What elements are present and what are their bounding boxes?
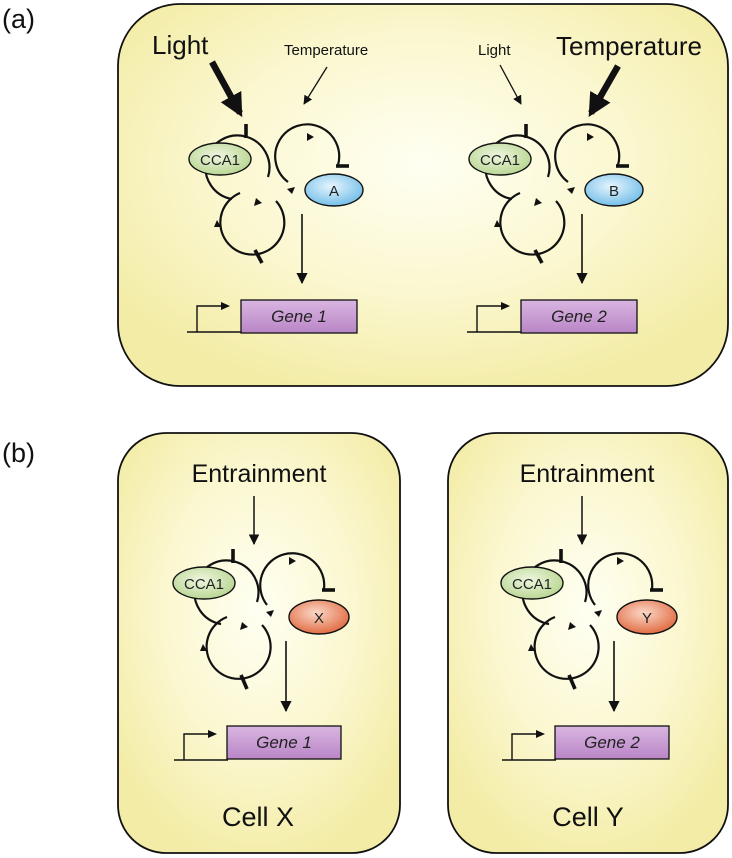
- factor-b-protein: [584, 173, 644, 207]
- input-temperature-strong: Temperature: [556, 31, 702, 61]
- clock-loop-top-left: [521, 559, 588, 626]
- clock-network-a-right: Light Temperature CCA1 B Gene 2: [467, 31, 702, 334]
- input-temperature-weak: Temperature: [284, 42, 368, 59]
- gene-2-box: [520, 299, 638, 334]
- cca1-label: CCA1: [480, 152, 520, 169]
- clock-network-a-left: Light Temperature CCA1 A Gene 1: [152, 30, 368, 334]
- panel-label-b: (b): [2, 438, 35, 468]
- entrainment-label: Entrainment: [520, 460, 655, 488]
- clock-network-cell-x: Entrainment CCA1 X Gene 1 Cell X: [172, 460, 350, 832]
- gene-2-label: Gene 2: [584, 733, 640, 752]
- clock-loop-bottom: [499, 191, 566, 256]
- factor-x-protein: [288, 599, 350, 635]
- input-light-weak: Light: [478, 42, 511, 59]
- light-arrow-strong: [209, 60, 243, 118]
- cca1-protein: [500, 566, 564, 600]
- factor-y-label: Y: [642, 610, 652, 627]
- cell-x-outline: [117, 432, 401, 854]
- gene-1-label: Gene 1: [271, 307, 327, 326]
- factor-a-label: A: [329, 183, 339, 200]
- cca1-label: CCA1: [512, 576, 552, 593]
- clock-loop-top-right: [274, 123, 341, 183]
- light-arrow-weak: [499, 64, 522, 105]
- clock-loop-top-right: [259, 552, 326, 606]
- clock-loop-top-left: [193, 559, 260, 626]
- cell-a-outline: [117, 3, 729, 387]
- promoter-arrow: [511, 733, 537, 760]
- gene-1-box: [240, 299, 358, 334]
- factor-b-label: B: [609, 183, 619, 200]
- clock-loop-bottom: [205, 615, 272, 680]
- clock-loop-top-right: [587, 552, 654, 606]
- temperature-arrow-strong: [588, 64, 621, 118]
- cell-x-name: Cell X: [222, 802, 294, 832]
- input-light-strong: Light: [152, 30, 209, 60]
- clock-loop-bottom: [533, 615, 600, 680]
- cca1-protein: [188, 142, 252, 176]
- factor-x-label: X: [314, 610, 324, 627]
- cell-y-outline: [447, 432, 729, 854]
- promoter-arrow: [476, 305, 502, 332]
- gene-1-box: [226, 725, 342, 760]
- promoter-arrow: [196, 305, 222, 332]
- clock-network-cell-y: Entrainment CCA1 Y Gene 2 Cell Y: [500, 460, 678, 832]
- cca1-label: CCA1: [200, 152, 240, 169]
- clock-loop-bottom: [219, 191, 286, 256]
- gene-1-label: Gene 1: [256, 733, 312, 752]
- cca1-label: CCA1: [184, 576, 224, 593]
- entrainment-label: Entrainment: [192, 460, 327, 488]
- clock-loop-top-right: [554, 123, 621, 183]
- cell-y-name: Cell Y: [552, 802, 624, 832]
- panel-label-a: (a): [2, 4, 35, 34]
- clock-loop-top-left: [484, 134, 551, 201]
- factor-a-protein: [304, 173, 364, 207]
- cca1-protein: [468, 142, 532, 176]
- temperature-arrow-weak: [303, 66, 328, 105]
- cca1-protein: [172, 566, 236, 600]
- gene-2-label: Gene 2: [551, 307, 607, 326]
- clock-loop-top-left: [204, 134, 271, 201]
- promoter-arrow: [183, 733, 209, 760]
- factor-y-protein: [616, 599, 678, 635]
- gene-2-box: [554, 725, 670, 760]
